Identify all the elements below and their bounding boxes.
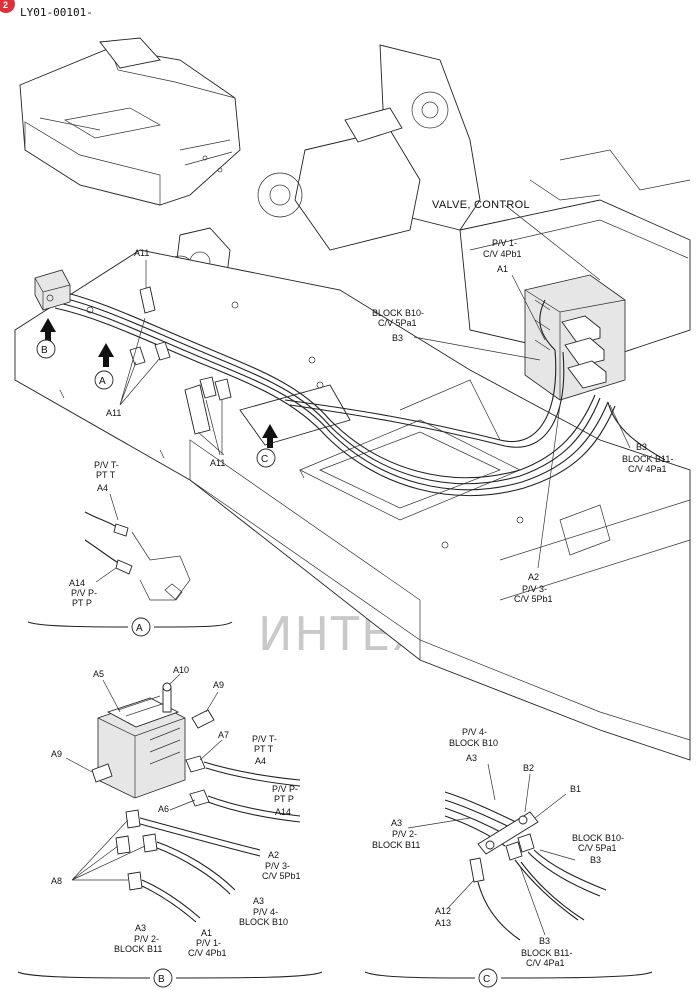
callout-b-letter: B [41,345,48,356]
label-pv1-line1: P/V 1- [492,238,517,248]
arrow-a-icon [98,343,114,367]
callout-c [256,448,276,468]
detail-c-block-b10-line2: C/V 5Pa1 [578,843,617,853]
detail-c-a13: A13 [435,918,451,928]
label-block-b11-line2: C/V 4Pa1 [628,464,667,474]
detail-view-a: P/V T- PT T A4 A14 P/V P- PT P A [27,460,233,637]
main-view: B A C VALVE, CONTROL A11 A11 A11 P/V 1- … [14,37,691,761]
detail-view-b: A5 A10 A9 A9 A7 P/V T- PT T A4 P/V P- PT… [17,665,323,988]
label-pv1-line2: C/V 4Pb1 [483,249,522,259]
detail-b-a3-right: A3 [253,896,264,906]
detail-c-block-b10-line1: BLOCK B10- [572,833,624,843]
detail-c-caption-circle [478,968,498,988]
label-b3-right: B3 [636,442,647,452]
detail-b-pv2-line2: BLOCK B11 [114,944,162,954]
detail-a-a4: A4 [97,483,108,493]
detail-b-pv3-line2: C/V 5Pb1 [262,871,301,881]
detail-b-pv1-line1: P/V 1- [196,938,221,948]
pilot-hose-bundle [54,289,666,497]
detail-c-pv2-line2: BLOCK B11 [372,840,420,850]
label-a11-mid: A11 [210,458,225,468]
callout-a-letter: A [99,376,106,387]
callout-b [36,339,56,359]
detail-b-a1: A1 [201,928,212,938]
detail-b-pv2-line1: P/V 2- [134,934,159,944]
detail-b-caption: B [158,974,165,985]
header: 2 LY01-00101- [0,0,93,19]
detail-c-block-b11-line2: C/V 4Pa1 [526,958,565,968]
detail-a-caption-circle [131,617,151,637]
detail-b-a2: A2 [268,850,279,860]
label-block-b10-line1: BLOCK B10- [372,308,424,318]
detail-c-a3-left: A3 [391,818,402,828]
detail-b-a7: A7 [218,730,229,740]
detail-b-a9-left: A9 [51,749,62,759]
corner-badge-number: 2 [3,0,8,10]
detail-b-caption-circle [153,968,173,988]
detail-a-pvt-line1: P/V T- [94,460,119,470]
detail-b-pv4-line1: P/V 4- [253,907,278,917]
detail-c-pv4-line2: BLOCK B10 [449,738,498,748]
detail-a-pvp-line1: P/V P- [71,588,97,598]
callout-c-letter: C [261,454,268,465]
detail-b-a14: A14 [275,807,291,817]
callout-a [94,370,114,390]
label-b3-upper: B3 [392,333,403,343]
detail-c-a3-top: A3 [466,753,477,763]
detail-c-b2: B2 [523,763,534,773]
detail-a-a14: A14 [69,578,85,588]
detail-c-block-b11-line1: BLOCK B11- [521,948,572,958]
detail-b-pv3-line1: P/V 3- [265,861,290,871]
detail-b-a3-bottom: A3 [135,923,146,933]
label-a2: A2 [528,572,539,582]
detail-b-a6: A6 [158,804,169,814]
detail-a-pvt-line2: PT T [96,470,116,480]
arrow-c-icon [262,424,278,448]
view-callouts: B A C [36,318,278,468]
detail-b-a9-top: A9 [213,680,224,690]
detail-b-pv4-line2: BLOCK B10 [239,917,288,927]
hose-clamps [129,286,232,435]
detail-c-b3-bottom: B3 [539,936,550,946]
arrow-b-icon [40,318,56,342]
control-valve [524,274,626,401]
label-pv3-line1: P/V 3- [522,584,547,594]
detail-a-pvp-line2: PT P [72,598,92,608]
label-block-b10-line2: C/V 5Pa1 [378,318,417,328]
label-a11-top: A11 [134,248,149,258]
detail-b-pv1-line2: C/V 4Pb1 [188,948,227,958]
detail-b-pvt-line2: PT T [254,744,274,754]
detail-b-pvp-line2: PT P [274,794,294,804]
detail-b-pvt-line1: P/V T- [252,734,277,744]
detail-b-a4: A4 [255,756,266,766]
label-block-b11-line1: BLOCK B11- [622,454,673,464]
detail-c-a12: A12 [435,906,451,916]
detail-c-pv2-line1: P/V 2- [392,829,417,839]
detail-b-pvp-line1: P/V P- [272,784,298,794]
corner-badge [0,0,15,13]
document-code: LY01-00101- [20,6,93,19]
detail-view-c: P/V 4- BLOCK B10 A3 B2 B1 A3 P/V 2- BLOC… [364,727,653,988]
detail-c-caption: C [483,974,490,985]
main-leader-lines [119,204,631,569]
detail-b-a5: A5 [93,669,104,679]
detail-b-a10: A10 [173,665,189,675]
label-pv3-line2: C/V 5Pb1 [514,594,553,604]
label-valve-control: VALVE, CONTROL [432,199,530,211]
label-a1: A1 [497,264,508,274]
detail-c-b3-right: B3 [590,855,601,865]
detail-a-caption: A [136,623,143,634]
pilot-manifold-block [34,269,71,311]
detail-c-pv4-line1: P/V 4- [462,727,487,737]
machine-inset-sketch [19,37,241,206]
detail-c-b1: B1 [570,784,581,794]
label-a11-left: A11 [106,408,121,418]
detail-b-a8: A8 [51,876,62,886]
